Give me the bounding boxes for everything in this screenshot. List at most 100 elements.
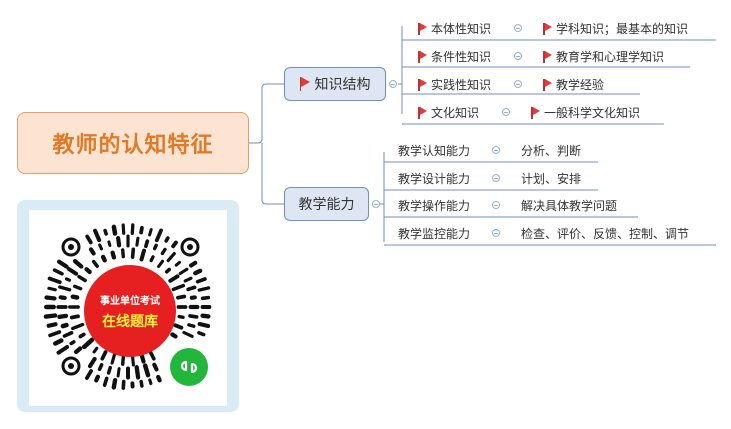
code-stroke <box>164 267 171 274</box>
qr-center-badge: 事业单位考试 在线题库 <box>84 265 176 357</box>
code-stroke <box>97 363 104 372</box>
code-stroke <box>102 376 109 388</box>
leaf-right-label: 学科知识；最基本的知识 <box>556 22 689 36</box>
collapse-icon[interactable] <box>514 80 522 88</box>
root-node: 教师的认知特征 <box>17 112 249 174</box>
code-stroke <box>171 240 178 249</box>
code-stroke <box>130 247 136 259</box>
flag-icon <box>418 22 427 35</box>
flag-icon <box>543 22 552 35</box>
leaf-right-label: 一般科学文化知识 <box>544 106 641 120</box>
code-stroke <box>57 313 69 320</box>
code-stroke <box>92 346 99 354</box>
code-stroke <box>157 259 165 269</box>
flag-icon <box>418 50 427 63</box>
code-stroke <box>188 314 199 319</box>
code-stroke <box>156 374 162 383</box>
leaf-right-label: 检查、评价、反馈、控制、调节 <box>521 227 690 241</box>
code-stroke <box>164 236 170 243</box>
collapse-icon[interactable] <box>492 229 500 237</box>
code-stroke <box>135 236 140 247</box>
code-stroke <box>70 294 80 300</box>
collapse-icon[interactable] <box>492 201 500 209</box>
leaf-left-label: 教学操作能力 <box>398 199 471 213</box>
collapse-icon[interactable] <box>492 174 500 182</box>
code-stroke <box>107 240 112 247</box>
leaf-right-label: 教学经验 <box>556 78 605 92</box>
leaf-right-label: 计划、安排 <box>521 172 582 186</box>
code-stroke <box>46 322 58 328</box>
code-stroke <box>110 353 117 365</box>
branch-label: 教学能力 <box>298 197 355 213</box>
leaf-right-label: 解决具体教学问题 <box>521 199 618 213</box>
code-stroke <box>77 274 87 283</box>
leaf-item: 文化知识 <box>418 104 479 121</box>
code-stroke <box>94 374 101 383</box>
branch-teaching-ability[interactable]: 教学能力 <box>284 187 369 221</box>
code-stroke <box>48 330 62 338</box>
collapse-icon[interactable] <box>492 146 500 154</box>
code-stroke <box>85 369 93 380</box>
code-stroke <box>154 228 163 243</box>
code-stroke <box>174 260 181 267</box>
code-stroke <box>139 248 146 262</box>
code-stroke <box>66 267 79 276</box>
code-stroke <box>85 234 93 245</box>
code-stroke <box>170 332 178 339</box>
branch-knowledge-structure[interactable]: 知识结构 <box>284 67 386 101</box>
leaf-item: 检查、评价、反馈、控制、调节 <box>521 225 689 242</box>
code-stroke <box>62 330 74 338</box>
code-stroke <box>100 254 107 263</box>
code-stroke <box>84 267 92 275</box>
code-stroke <box>111 224 118 236</box>
leaf-right-label: 分析、判断 <box>521 144 582 158</box>
code-stroke <box>183 276 193 283</box>
code-stroke <box>72 284 83 291</box>
leaf-item: 学科知识；最基本的知识 <box>543 20 688 37</box>
code-stroke <box>43 313 58 319</box>
code-stroke <box>56 259 69 269</box>
leaf-item: 分析、判断 <box>521 142 581 159</box>
code-stroke <box>176 294 187 300</box>
code-stroke <box>110 250 117 260</box>
code-stroke <box>87 356 97 369</box>
collapse-icon[interactable] <box>514 24 522 32</box>
leaf-item: 教学经验 <box>543 76 604 93</box>
code-stroke <box>103 228 108 236</box>
code-stroke <box>173 323 184 330</box>
code-stroke <box>58 295 67 300</box>
collapse-icon[interactable] <box>372 200 380 208</box>
collapse-icon[interactable] <box>514 52 522 60</box>
code-stroke <box>69 314 80 320</box>
code-stroke <box>187 323 196 328</box>
code-stroke <box>152 243 158 251</box>
collapse-icon[interactable] <box>389 80 397 88</box>
code-stroke <box>120 248 126 259</box>
code-stroke <box>182 331 194 338</box>
leaf-item: 实践性知识 <box>418 76 491 93</box>
mini-program-icon <box>170 348 208 386</box>
leaf-right-label: 教育学和心理学知识 <box>556 50 665 64</box>
code-stroke <box>69 340 76 346</box>
code-stroke <box>197 331 206 337</box>
code-stroke <box>197 286 211 292</box>
leaf-item: 教育学和心理学知识 <box>543 48 664 65</box>
code-stroke <box>142 363 151 378</box>
code-stroke <box>168 274 180 283</box>
code-stroke <box>72 258 84 269</box>
leaf-item: 教学监控能力 <box>398 225 470 242</box>
code-stroke <box>56 345 70 355</box>
code-stroke <box>148 378 153 386</box>
code-stroke <box>47 286 57 292</box>
code-stroke <box>200 313 211 319</box>
code-stroke <box>71 322 85 331</box>
code-stroke <box>186 285 197 292</box>
leaf-left-label: 教学认知能力 <box>398 144 471 158</box>
code-stroke <box>152 362 159 372</box>
collapse-icon[interactable] <box>502 108 510 116</box>
leaf-item: 解决具体教学问题 <box>521 197 617 214</box>
code-stroke <box>197 322 211 328</box>
code-stroke <box>106 365 112 375</box>
qr-top-text: 事业单位考试 <box>100 295 160 307</box>
leaf-item: 教学设计能力 <box>398 170 470 187</box>
